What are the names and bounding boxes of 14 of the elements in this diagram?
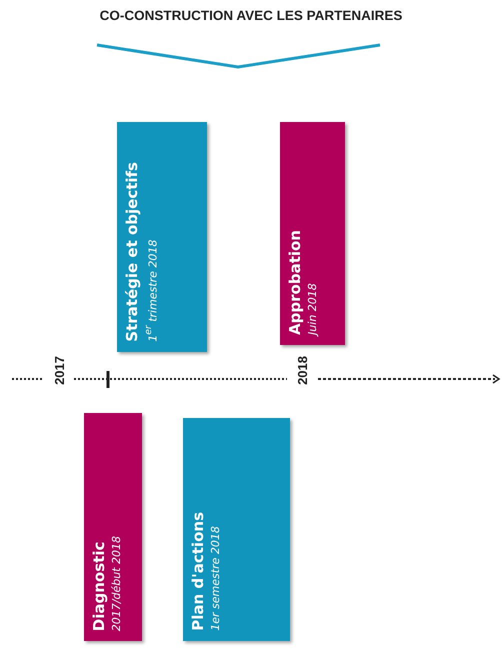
- phase-title: Approbation: [286, 230, 304, 335]
- phase-title: Diagnostic: [90, 540, 108, 631]
- phase-date: 1er semestre 2018: [209, 525, 222, 631]
- year-label: 2017: [52, 356, 67, 385]
- phase-bar: [84, 413, 142, 641]
- phase-date: Juin 2018: [306, 282, 319, 335]
- phase-title: Plan d'actions: [189, 512, 207, 631]
- phase-bar: [280, 122, 345, 345]
- phase-bar: [117, 122, 207, 352]
- phase-title: Stratégie et objectifs: [123, 162, 141, 342]
- phase-date: 2017/début 2018: [110, 536, 123, 631]
- phase-bar: [183, 418, 290, 641]
- diagram-title: CO-CONSTRUCTION AVEC LES PARTENAIRES: [98, 8, 404, 23]
- year-label: 2018: [295, 356, 310, 385]
